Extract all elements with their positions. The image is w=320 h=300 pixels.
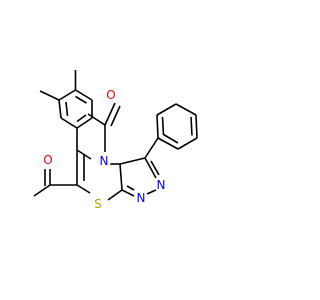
nitrogen-label: N [137,191,146,205]
bond [195,114,198,139]
bond [121,189,135,197]
nitrogen-label: N [100,154,109,168]
bond [75,95,87,104]
bond [150,160,160,176]
structure-canvas: O O N N N S [33,70,198,211]
bond [177,137,198,150]
atom-oxygen: O [41,153,55,167]
bond [33,184,51,197]
bond [87,113,106,126]
atom-nitrogen: N [97,154,111,168]
bond [161,116,165,136]
atom-oxygen: O [104,88,118,102]
bond [190,116,193,136]
bond [175,103,197,116]
bond [163,133,179,144]
oxygen-label: O [106,88,115,102]
bond [110,105,121,127]
atom-layer: O O N N N S [41,88,168,211]
bond [119,163,123,191]
atom-nitrogen: N [134,191,148,205]
bond [60,117,78,129]
molecule-diagram: O O N N N S [33,70,198,211]
bond [157,137,179,150]
bond [39,90,60,101]
bond [144,157,157,179]
bond [104,102,116,126]
bond [144,137,159,159]
bond-layer [33,70,198,201]
bond [75,89,93,101]
bond [107,189,123,201]
bond [156,103,177,116]
atom-sulfur: S [91,197,105,211]
bond [119,157,146,165]
bond [126,185,135,191]
bond [65,101,69,117]
bond [76,117,93,129]
bond [58,99,62,119]
sulfur-label: S [94,197,102,211]
nitrogen-label: N [157,178,166,192]
atom-nitrogen: N [154,178,168,192]
bond [76,114,87,123]
bond [156,114,159,139]
oxygen-label: O [43,153,52,167]
bond [58,89,76,101]
bond [76,184,91,194]
